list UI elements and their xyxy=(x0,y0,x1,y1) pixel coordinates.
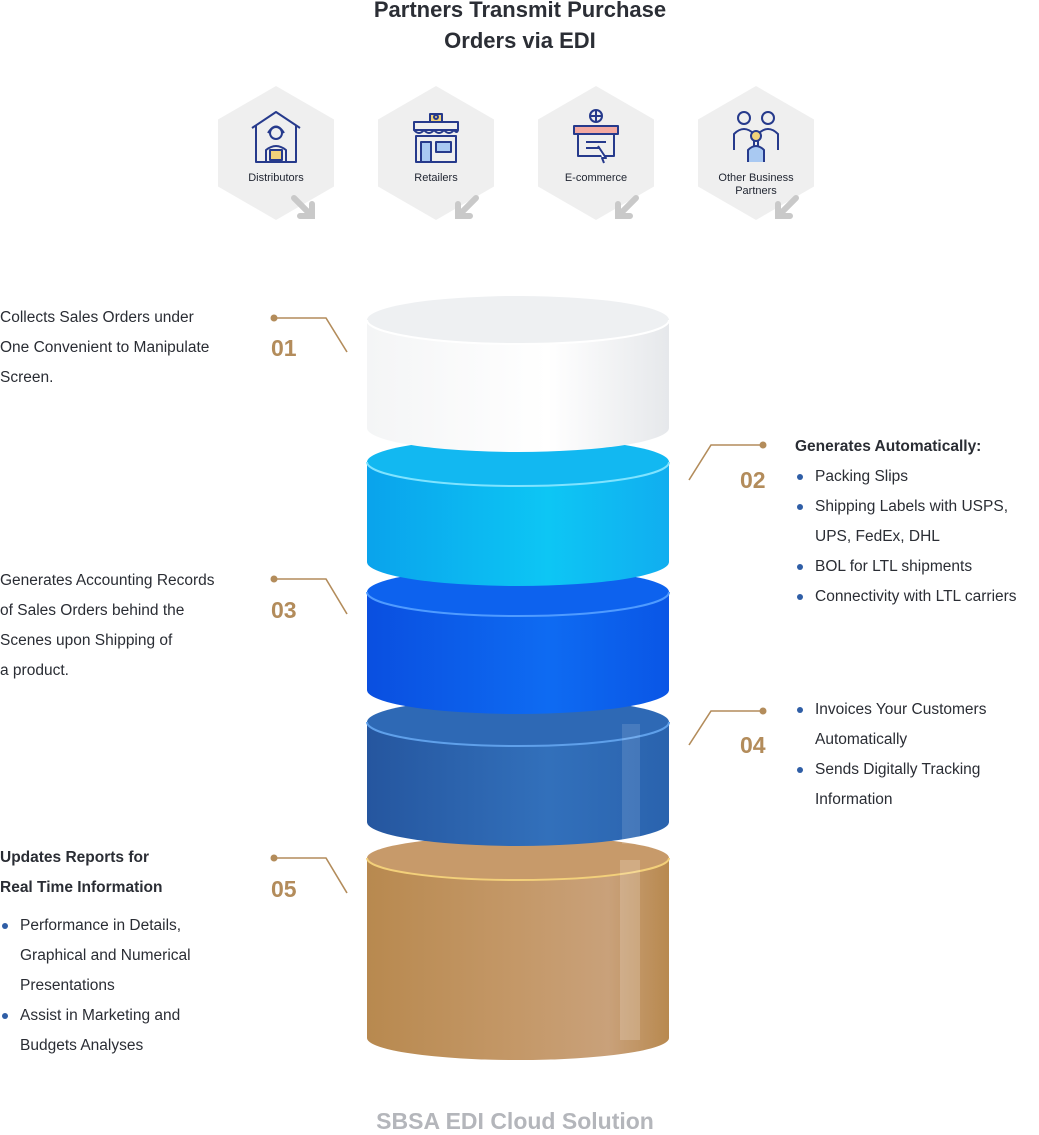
bullet-text: Connectivity with LTL carriers xyxy=(815,588,1017,605)
step-number-04: 04 xyxy=(740,732,766,758)
bullet-text: Automatically xyxy=(815,731,908,748)
list-item: Shipping Labels with USPS, UPS, FedEx, D… xyxy=(795,492,1039,552)
partner-ecommerce: E-commerce xyxy=(538,86,654,226)
title-line-1: Partners Transmit Purchase xyxy=(373,0,667,22)
step-02-bullet-list: Packing Slips Shipping Labels with USPS,… xyxy=(795,462,1039,612)
step-05-heading-line-1: Updates Reports for xyxy=(0,849,149,866)
step-number-05: 05 xyxy=(271,876,297,902)
title-line-2: Orders via EDI xyxy=(444,28,596,53)
step-01-line: Collects Sales Orders under xyxy=(0,309,194,326)
connector-dot-01 xyxy=(270,314,278,322)
bullet-text: Graphical and Numerical xyxy=(20,947,191,964)
diagram-title: Partners Transmit Purchase Orders via ED… xyxy=(300,0,740,56)
list-item: Performance in Details, Graphical and Nu… xyxy=(0,911,260,1001)
partner-retailers: Retailers xyxy=(378,86,494,226)
partner-label-line-2: Partners xyxy=(735,185,777,197)
step-number-01: 01 xyxy=(271,335,297,361)
step-05-heading-line-2: Real Time Information xyxy=(0,879,163,896)
partner-label: Retailers xyxy=(414,172,458,184)
partner-other-business: Other Business Partners xyxy=(698,86,814,226)
partner-label: Other Business Partners xyxy=(704,172,808,198)
step-03-line: of Sales Orders behind the xyxy=(0,602,185,619)
bullet-text: Sends Digitally Tracking xyxy=(815,761,981,778)
connector-01 xyxy=(274,317,348,353)
step-03-line: Generates Accounting Records xyxy=(0,572,215,589)
connector-03 xyxy=(274,578,348,615)
step-04-text: Invoices Your Customers Automatically Se… xyxy=(795,695,1039,815)
cylinder-layer-1 xyxy=(366,296,670,452)
partner-label: Distributors xyxy=(248,172,304,184)
list-item: Connectivity with LTL carriers xyxy=(795,582,1039,612)
arrow-down-left-icon xyxy=(775,195,799,219)
store-icon xyxy=(413,113,459,163)
bullet-text: Information xyxy=(815,791,893,808)
arrow-down-right-icon xyxy=(291,195,315,219)
step-02-text: Generates Automatically: Packing Slips S… xyxy=(795,432,1039,612)
list-item: Invoices Your Customers Automatically xyxy=(795,695,1039,755)
partner-label: E-commerce xyxy=(564,172,628,184)
step-04-bullet-list: Invoices Your Customers Automatically Se… xyxy=(795,695,1039,815)
list-item: Sends Digitally Tracking Information xyxy=(795,755,1039,815)
connector-02 xyxy=(688,444,763,481)
bullet-text: Assist in Marketing and xyxy=(20,1007,181,1024)
step-03-text: Generates Accounting Records of Sales Or… xyxy=(0,566,260,686)
connector-dot-03 xyxy=(270,575,278,583)
step-03-line: Scenes upon Shipping of xyxy=(0,632,173,649)
people-group-icon xyxy=(733,111,779,162)
step-01-text: Collects Sales Orders under One Convenie… xyxy=(0,303,260,393)
list-item: BOL for LTL shipments xyxy=(795,552,1039,582)
bullet-text: Budgets Analyses xyxy=(20,1037,144,1054)
arrow-down-left-icon xyxy=(615,195,639,219)
step-02-heading: Generates Automatically: xyxy=(795,438,982,455)
bullet-text: Invoices Your Customers xyxy=(815,701,987,718)
bullet-text: Performance in Details, xyxy=(20,917,182,934)
connector-dot-02 xyxy=(759,441,767,449)
connector-05 xyxy=(274,857,348,894)
cylinder-layer-3 xyxy=(366,568,670,714)
step-01-line: Screen. xyxy=(0,369,54,386)
connector-lines xyxy=(274,317,763,894)
step-number-03: 03 xyxy=(271,597,297,623)
cylinder-layer-2 xyxy=(366,438,670,586)
connector-dot-04 xyxy=(759,707,767,715)
step-05-bullet-list: Performance in Details, Graphical and Nu… xyxy=(0,911,260,1061)
list-item: Assist in Marketing and Budgets Analyses xyxy=(0,1001,260,1061)
partner-label-line-1: Other Business xyxy=(718,172,794,184)
list-item: Packing Slips xyxy=(795,462,1039,492)
online-shop-icon xyxy=(573,109,619,164)
warehouse-worker-icon xyxy=(251,111,301,163)
bullet-text: UPS, FedEx, DHL xyxy=(815,528,940,545)
step-01-line: One Convenient to Manipulate xyxy=(0,339,210,356)
cylinder-layer-5 xyxy=(366,836,670,1060)
arrow-down-left-icon xyxy=(455,195,479,219)
partner-distributors: Distributors xyxy=(218,86,334,226)
bullet-text: Packing Slips xyxy=(815,468,909,485)
step-05-text: Updates Reports for Real Time Informatio… xyxy=(0,843,260,1061)
bullet-text: Presentations xyxy=(20,977,115,994)
step-number-02: 02 xyxy=(740,467,766,493)
bullet-text: Shipping Labels with USPS, xyxy=(815,498,1009,515)
cylinder-layer-4 xyxy=(366,698,670,846)
footer-caption: SBSA EDI Cloud Solution xyxy=(376,1108,654,1134)
connector-04 xyxy=(688,710,763,746)
bullet-text: BOL for LTL shipments xyxy=(815,558,973,575)
step-03-line: a product. xyxy=(0,662,69,679)
connector-dot-05 xyxy=(270,854,278,862)
